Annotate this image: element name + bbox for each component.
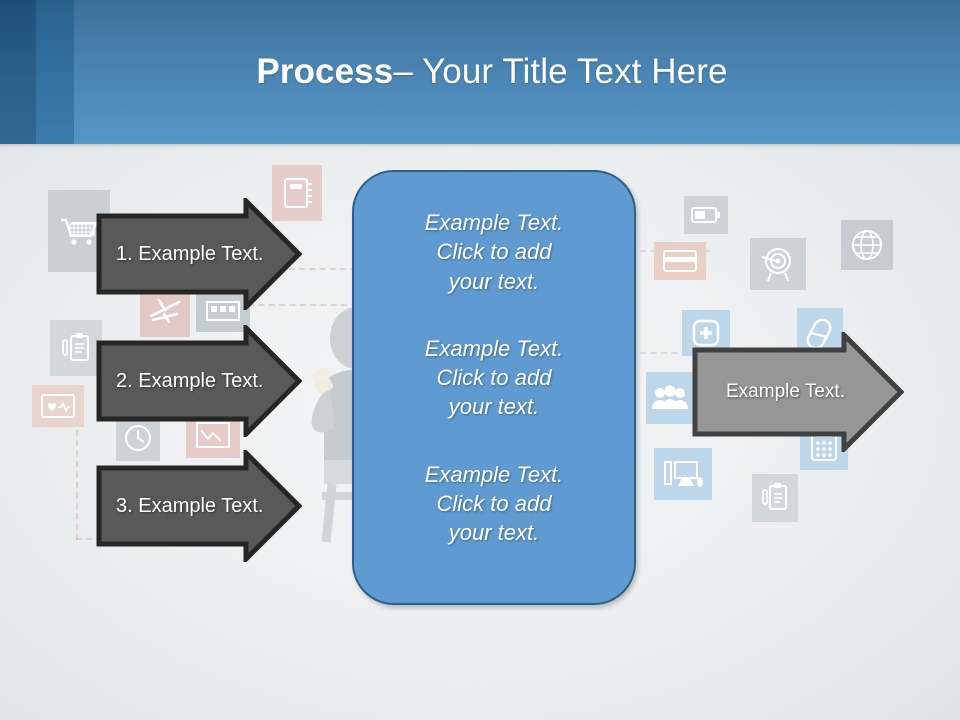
- center-text-block-3-line1: Example Text.: [424, 461, 564, 487]
- process-step-arrow-1-label: 1. Example Text.: [116, 242, 264, 265]
- process-result-arrow-label: Example Text.: [726, 381, 845, 402]
- center-text-block-3: Example Text. Click to add your text.: [354, 460, 634, 548]
- slide-header: Process – Your Title Text Here: [0, 0, 960, 144]
- process-result-arrow[interactable]: Example Text.: [692, 332, 904, 452]
- clipboard-icon: [752, 474, 798, 522]
- header-band-dark: [0, 0, 36, 144]
- background-dashed-line: [248, 268, 418, 270]
- building-icon: [196, 288, 250, 332]
- credit-card-icon: [654, 242, 706, 280]
- process-step-arrow-2[interactable]: 2. Example Text.: [96, 325, 302, 437]
- clipboard-pen-icon: [50, 320, 102, 376]
- header-band-mid: [36, 0, 74, 144]
- center-text-block-3-line3: your text.: [448, 520, 540, 545]
- people-icon: [646, 372, 694, 424]
- header-shadow: [0, 144, 960, 148]
- monitor-icon: [654, 448, 712, 500]
- notebook-icon: [272, 165, 322, 221]
- center-text-block-2: Example Text. Click to add your text.: [354, 334, 634, 422]
- center-text-block-1: Example Text. Click to add your text.: [354, 208, 634, 296]
- center-text-block-2-line3: your text.: [448, 394, 540, 420]
- center-text-block-1-line1: Example Text.: [424, 210, 564, 235]
- battery-icon: [684, 196, 728, 234]
- center-text-block-1-line2: Click to add: [436, 239, 552, 265]
- center-text-block-3-line2: Click to add: [436, 490, 552, 516]
- target-icon: [750, 238, 806, 290]
- process-step-arrow-3[interactable]: 3. Example Text.: [96, 450, 302, 562]
- process-step-arrow-1[interactable]: 1. Example Text.: [96, 198, 302, 310]
- globe-icon: [841, 220, 893, 270]
- heart-monitor-icon: [32, 385, 84, 427]
- center-text-block-2-line2: Click to add: [436, 365, 552, 390]
- process-step-arrow-3-label: 3. Example Text.: [116, 494, 264, 517]
- process-step-arrow-2-label: 2. Example Text.: [116, 369, 264, 392]
- background-dashed-line: [76, 430, 78, 540]
- header-band-light: [74, 0, 960, 144]
- clock-icon: [116, 415, 160, 461]
- page-title: Process – Your Title Text Here: [74, 0, 910, 144]
- background-dashed-line: [248, 304, 368, 306]
- page-title-rest: – Your Title Text Here: [393, 52, 728, 91]
- center-text-block-2-line1: Example Text.: [424, 335, 564, 361]
- process-center-panel[interactable]: Example Text. Click to add your text. Ex…: [352, 170, 636, 605]
- center-text-block-1-line3: your text.: [448, 268, 540, 294]
- page-title-bold: Process: [256, 52, 394, 91]
